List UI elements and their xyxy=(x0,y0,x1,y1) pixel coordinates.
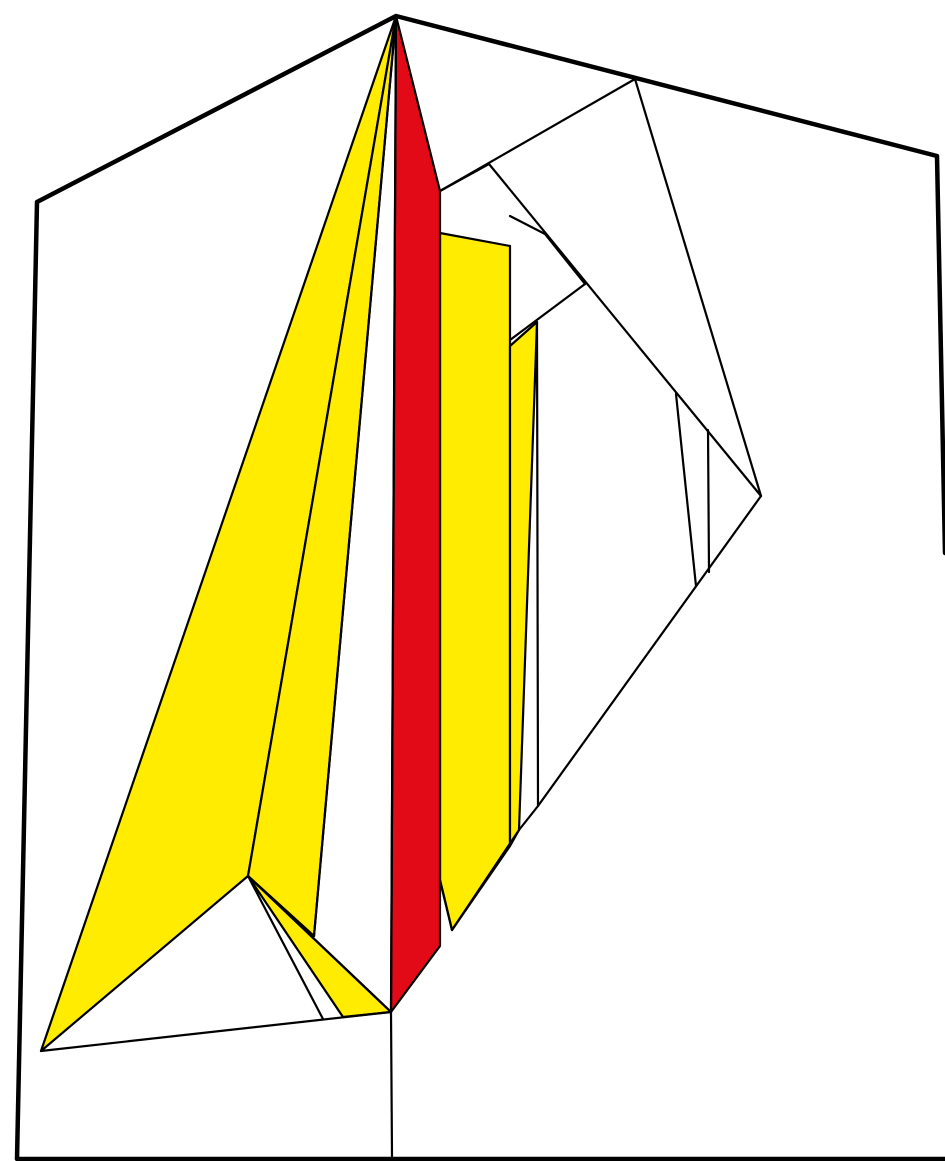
crease-vertical-right-c xyxy=(708,430,709,572)
red-face-vertical-strip xyxy=(391,16,440,1012)
crease-inner-top xyxy=(440,164,489,191)
yellow-face-narrow-strip xyxy=(510,322,537,846)
crease-step-lower xyxy=(510,284,585,340)
crease-bottom-fan-2 xyxy=(248,876,391,1012)
crease-vertical-right-a xyxy=(537,322,538,806)
yellow-face-center-panel xyxy=(440,233,510,930)
crease-vertical-right-b xyxy=(676,394,696,586)
crease-step-upper xyxy=(510,216,585,284)
crease-left-bottom-edge xyxy=(41,1012,392,1157)
